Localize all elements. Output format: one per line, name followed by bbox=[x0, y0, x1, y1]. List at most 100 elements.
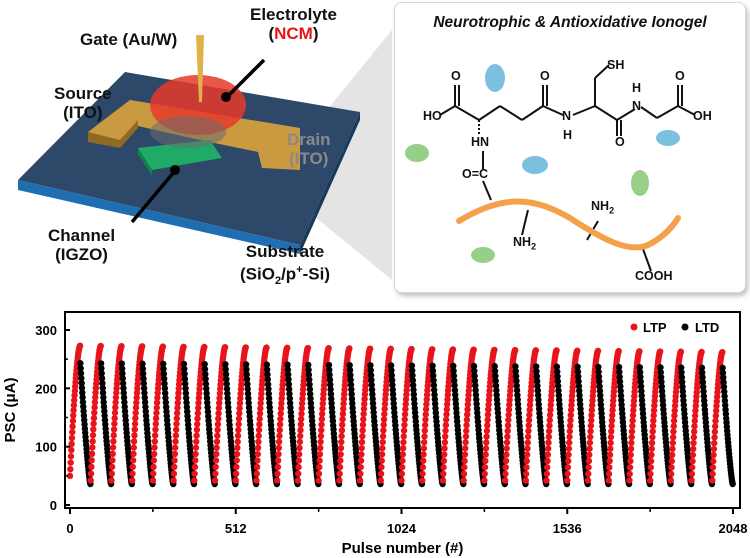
ltd-point bbox=[575, 378, 582, 385]
ltp-point bbox=[422, 406, 430, 413]
ltd-point bbox=[326, 371, 333, 379]
ltd-point bbox=[78, 379, 85, 387]
ltd-point bbox=[307, 395, 314, 402]
ltp-point bbox=[546, 422, 553, 429]
ltp-point bbox=[359, 427, 366, 434]
ltd-point bbox=[514, 396, 521, 403]
ltp-point bbox=[506, 396, 513, 404]
ltp-point bbox=[174, 404, 181, 412]
ltp-point bbox=[382, 395, 389, 403]
ltd-point bbox=[139, 360, 146, 367]
ltp-point bbox=[627, 451, 634, 459]
ltp-point bbox=[109, 450, 116, 458]
ltd-point bbox=[222, 361, 229, 368]
ltd-point bbox=[222, 366, 229, 373]
ltd-point bbox=[98, 375, 106, 382]
ltp-point bbox=[610, 397, 617, 404]
ltp-point bbox=[440, 470, 447, 478]
ltp-point bbox=[276, 426, 283, 434]
ltd-point bbox=[534, 382, 541, 390]
oh-right: OH bbox=[693, 109, 712, 123]
ltd-point bbox=[471, 372, 478, 380]
ltp-point bbox=[171, 463, 178, 471]
ltd-point bbox=[575, 373, 582, 380]
ltp-point bbox=[253, 463, 261, 471]
ltp-point bbox=[211, 477, 219, 484]
ltd-point bbox=[120, 394, 128, 401]
ltd-point bbox=[638, 392, 645, 399]
o2: O bbox=[540, 69, 550, 83]
ltp-point bbox=[543, 470, 551, 478]
ltp-point bbox=[566, 428, 574, 435]
ltd-point bbox=[388, 372, 395, 379]
ho-left: HO bbox=[423, 109, 442, 123]
ltp-point bbox=[194, 404, 202, 412]
ltp-point bbox=[215, 415, 222, 422]
ltp-point bbox=[380, 416, 388, 423]
ltd-point bbox=[245, 395, 252, 402]
ltp-point bbox=[504, 427, 511, 435]
ltp-point bbox=[609, 412, 616, 419]
ltp-point bbox=[543, 477, 550, 484]
nh2-a: NH2 bbox=[513, 235, 536, 252]
ltp-point bbox=[689, 464, 696, 471]
sub-2: 2 bbox=[274, 275, 282, 288]
ltp-point bbox=[444, 396, 451, 403]
ltp-point bbox=[608, 422, 615, 430]
ltd-point bbox=[616, 368, 623, 376]
ltd-point bbox=[408, 362, 416, 369]
drain-label: Drain (ITO) bbox=[287, 130, 330, 168]
ltd-point bbox=[326, 376, 334, 383]
ltp-point bbox=[713, 398, 721, 405]
ltp-point bbox=[585, 464, 592, 471]
ltp-point bbox=[112, 394, 120, 401]
ltd-point bbox=[409, 372, 416, 379]
ltp-point bbox=[443, 401, 451, 408]
ltp-point bbox=[233, 450, 241, 458]
ltp-point bbox=[648, 451, 655, 459]
ltp-point bbox=[441, 451, 448, 458]
ltd-point bbox=[512, 368, 519, 375]
ltd-point bbox=[512, 372, 520, 380]
ltp-point bbox=[629, 422, 636, 430]
ltd-point bbox=[513, 387, 521, 394]
ltp-point bbox=[585, 457, 593, 465]
ltd-point bbox=[78, 384, 86, 392]
ltd-point bbox=[638, 387, 645, 395]
ltp-point bbox=[628, 428, 636, 435]
ltp-point bbox=[553, 347, 560, 354]
ltp-point bbox=[89, 432, 97, 439]
ltd-point bbox=[79, 394, 86, 401]
ltp-point bbox=[276, 432, 283, 440]
ltp-point bbox=[315, 470, 323, 477]
ltp-point bbox=[299, 395, 306, 402]
y-tick-label: 0 bbox=[50, 498, 57, 513]
ltp-point bbox=[522, 470, 530, 478]
ltp-point bbox=[484, 416, 491, 424]
ltp-point bbox=[564, 464, 572, 471]
ltd-point bbox=[533, 377, 541, 385]
ltp-point bbox=[524, 433, 532, 440]
ltp-point bbox=[151, 444, 158, 451]
ltp-point bbox=[586, 439, 594, 446]
ltp-point bbox=[481, 477, 488, 484]
ltp-point bbox=[212, 470, 219, 477]
ltd-point bbox=[555, 392, 563, 399]
ltd-point bbox=[698, 364, 706, 371]
channel-label-line2: (IGZO) bbox=[55, 245, 108, 264]
ltd-point bbox=[243, 376, 251, 383]
ltd-point bbox=[263, 361, 271, 368]
ltp-point bbox=[464, 406, 471, 413]
ltp-point bbox=[277, 405, 285, 412]
ltd-point bbox=[450, 362, 457, 370]
ltp-point bbox=[191, 463, 199, 471]
ltd-point bbox=[77, 365, 84, 372]
ltd-point bbox=[719, 369, 727, 376]
x-axis-label: Pulse number (#) bbox=[342, 540, 464, 557]
ltp-point bbox=[588, 411, 595, 419]
ltp-point bbox=[337, 451, 344, 458]
ltp-point bbox=[401, 421, 408, 429]
ltp-point bbox=[172, 438, 179, 445]
ltp-point bbox=[606, 451, 614, 459]
ltp-point bbox=[152, 426, 159, 433]
